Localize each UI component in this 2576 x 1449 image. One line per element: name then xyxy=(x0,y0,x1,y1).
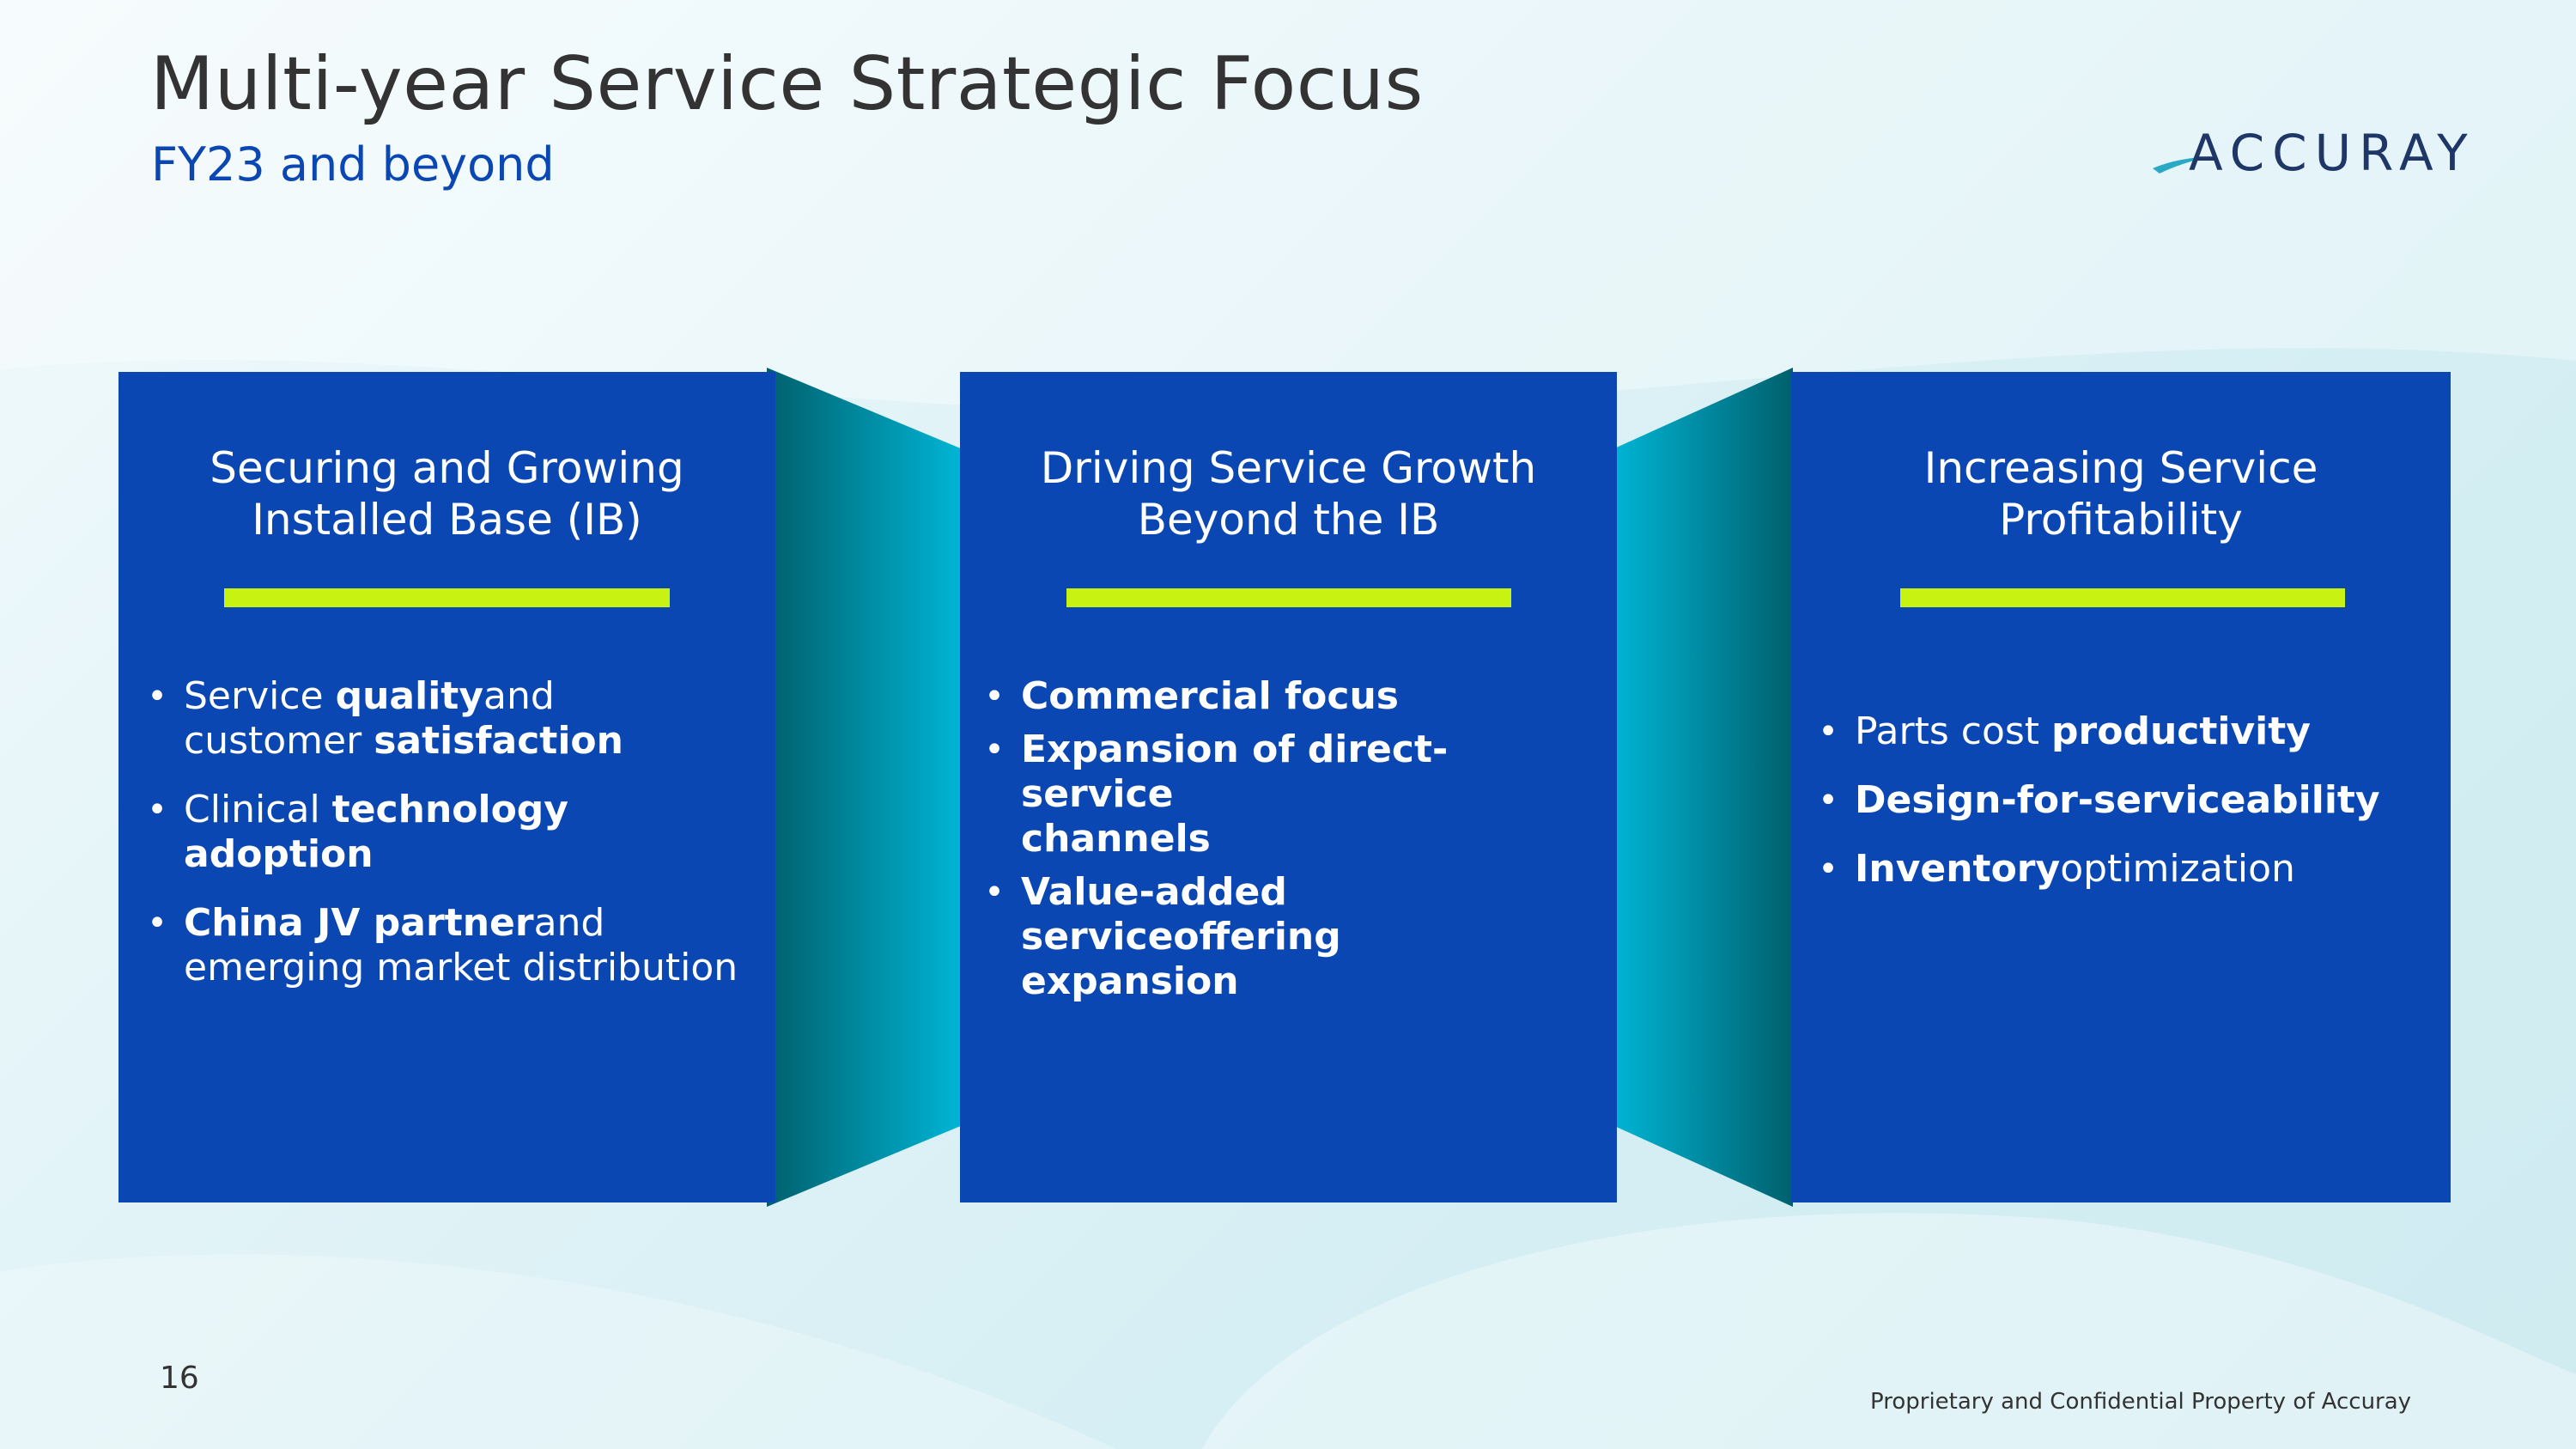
connector-right xyxy=(1613,368,1793,1207)
logo-wordmark: ACCURAY xyxy=(2189,124,2476,182)
slide-subtitle: FY23 and beyond xyxy=(151,137,555,192)
pillar-card-service-growth: Driving Service Growth Beyond the IB • C… xyxy=(960,372,1617,1202)
bullet-dot-icon: • xyxy=(984,873,1005,912)
confidentiality-footer: Proprietary and Confidential Property of… xyxy=(1870,1389,2412,1415)
accuray-swoosh-icon xyxy=(2153,156,2211,174)
bullet-item: • Clinical technology adoption xyxy=(144,788,758,877)
pillar-bullet-list: • Service qualityand customer satisfacti… xyxy=(144,674,758,1014)
bullet-dot-icon: • xyxy=(984,730,1005,770)
slide-title: Multi-year Service Strategic Focus xyxy=(150,41,1424,127)
bullet-dot-icon: • xyxy=(147,790,167,830)
bullet-item: • Parts cost productivity xyxy=(1815,709,2433,754)
pillar-bullet-list: • Commercial focus • Expansion of direct… xyxy=(981,674,1600,1028)
page-number: 16 xyxy=(160,1361,199,1396)
pillar-bullet-list: • Parts cost productivity • Design-for-s… xyxy=(1815,709,2433,916)
pillar-title: Securing and Growing Installed Base (IB) xyxy=(210,443,684,545)
bullet-dot-icon: • xyxy=(1818,781,1838,820)
bullet-item: • Expansion of direct-service channels xyxy=(981,728,1600,861)
bullet-item: • Service qualityand customer satisfacti… xyxy=(144,674,758,764)
bullet-item: • Inventoryoptimization xyxy=(1815,847,2433,892)
pillar-title: Increasing Service Profitability xyxy=(1923,443,2318,545)
accent-rule xyxy=(1900,588,2345,607)
bullet-item: • Value-added serviceoffering expansion xyxy=(981,870,1600,1004)
connector-left xyxy=(767,368,963,1207)
accuray-logo: ACCURAY xyxy=(2151,119,2468,187)
bullet-dot-icon: • xyxy=(1818,712,1838,752)
bullet-dot-icon: • xyxy=(147,904,167,943)
pillar-card-installed-base: Securing and Growing Installed Base (IB)… xyxy=(118,372,775,1202)
pillar-title: Driving Service Growth Beyond the IB xyxy=(1040,443,1537,545)
accent-rule xyxy=(1066,588,1511,607)
bullet-item: • China JV partnerand emerging market di… xyxy=(144,901,758,990)
pillar-card-profitability: Increasing Service Profitability • Parts… xyxy=(1791,372,2451,1202)
bullet-dot-icon: • xyxy=(147,677,167,716)
bullet-item: • Design-for-serviceability xyxy=(1815,778,2433,823)
bullet-item: • Commercial focus xyxy=(981,674,1600,719)
accent-rule xyxy=(224,588,670,607)
bullet-dot-icon: • xyxy=(1818,849,1838,889)
bullet-dot-icon: • xyxy=(984,677,1005,716)
